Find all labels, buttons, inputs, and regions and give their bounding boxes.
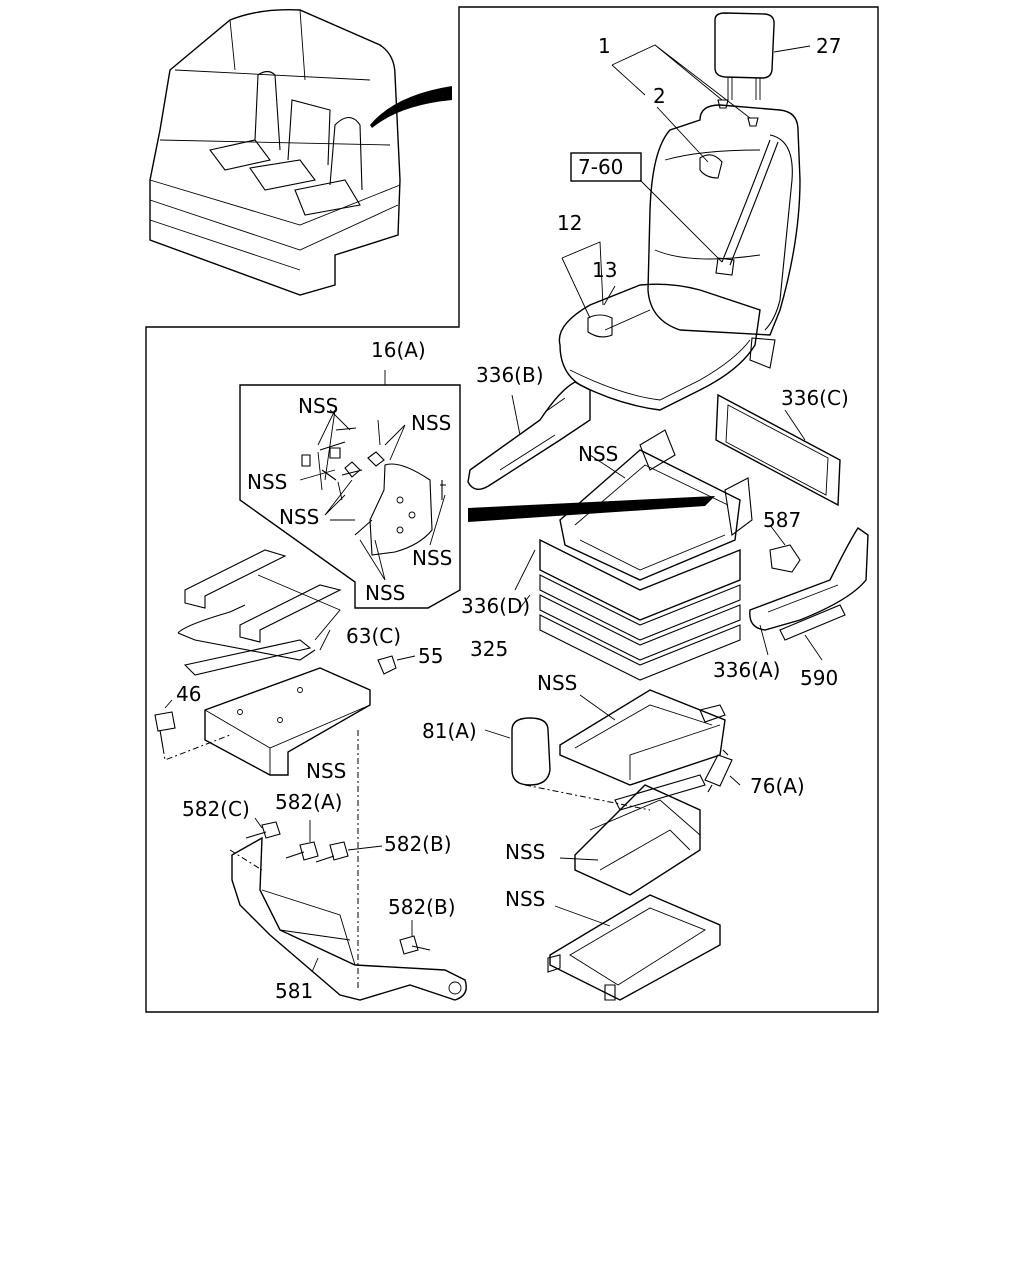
label-nss-kit-1: NSS: [298, 394, 338, 418]
label-nss-kit-4: NSS: [279, 505, 319, 529]
trim-336b: [467, 381, 591, 490]
label-ref-7-60: 7-60: [578, 155, 623, 179]
label-part-587: 587: [763, 508, 801, 532]
label-part-63c: 63(C): [346, 624, 401, 648]
label-part-336c: 336(C): [781, 386, 849, 410]
label-part-55: 55: [418, 644, 443, 668]
cushion-pan-325: [514, 538, 741, 681]
bottom-rail-nss: [547, 894, 721, 1001]
leader-lines: [561, 44, 811, 331]
label-part-13: 13: [592, 258, 617, 282]
kit-16a-parts: [299, 409, 446, 581]
label-nss-kit-2: NSS: [411, 411, 451, 435]
label-nss-suspension: NSS: [505, 840, 545, 864]
label-nss-slide: NSS: [537, 671, 577, 695]
label-part-582b-upper: 582(B): [384, 832, 452, 856]
label-part-76a: 76(A): [750, 774, 805, 798]
diagram-border: [145, 6, 879, 1013]
label-part-81a: 81(A): [422, 719, 477, 743]
trim-336c: [715, 393, 841, 507]
label-part-336b: 336(B): [476, 363, 544, 387]
ref-box-7-60: [570, 152, 642, 182]
cab-inset-illustration: [149, 9, 452, 296]
label-part-46: 46: [176, 682, 201, 706]
label-part-12: 12: [557, 211, 582, 235]
label-part-336d: 336(D): [461, 594, 530, 618]
seat-assembly: [558, 12, 801, 411]
label-part-16a: 16(A): [371, 338, 426, 362]
rails-63c: [177, 549, 342, 676]
base-plate: [204, 655, 416, 776]
air-spring-81a: [484, 717, 551, 786]
lever-587-and-trim-336a: [749, 524, 869, 661]
label-nss-frame: NSS: [578, 442, 618, 466]
seat-frame: [468, 429, 753, 581]
label-nss-kit-6: NSS: [365, 581, 405, 605]
scissor-suspension-nss: [524, 774, 706, 896]
label-nss-base: NSS: [306, 759, 346, 783]
label-part-325: 325: [470, 637, 508, 661]
kit-16a-box: [239, 384, 461, 609]
label-part-590: 590: [800, 666, 838, 690]
upper-slide-nss: [559, 689, 726, 786]
label-part-581: 581: [275, 979, 313, 1003]
label-part-582a: 582(A): [275, 790, 342, 814]
label-nss-kit-5: NSS: [412, 546, 452, 570]
bolt-46: [154, 699, 231, 761]
label-part-2: 2: [653, 84, 666, 108]
callout-arrow: [370, 86, 452, 128]
shock-76a: [704, 749, 741, 793]
label-part-336a: 336(A): [713, 658, 780, 682]
label-part-582c: 582(C): [182, 797, 250, 821]
bracket-581: [229, 730, 467, 1001]
label-part-582b-lower: 582(B): [388, 895, 456, 919]
label-nss-kit-3: NSS: [247, 470, 287, 494]
label-nss-rail: NSS: [505, 887, 545, 911]
label-part-1: 1: [598, 34, 611, 58]
label-part-27: 27: [816, 34, 841, 58]
